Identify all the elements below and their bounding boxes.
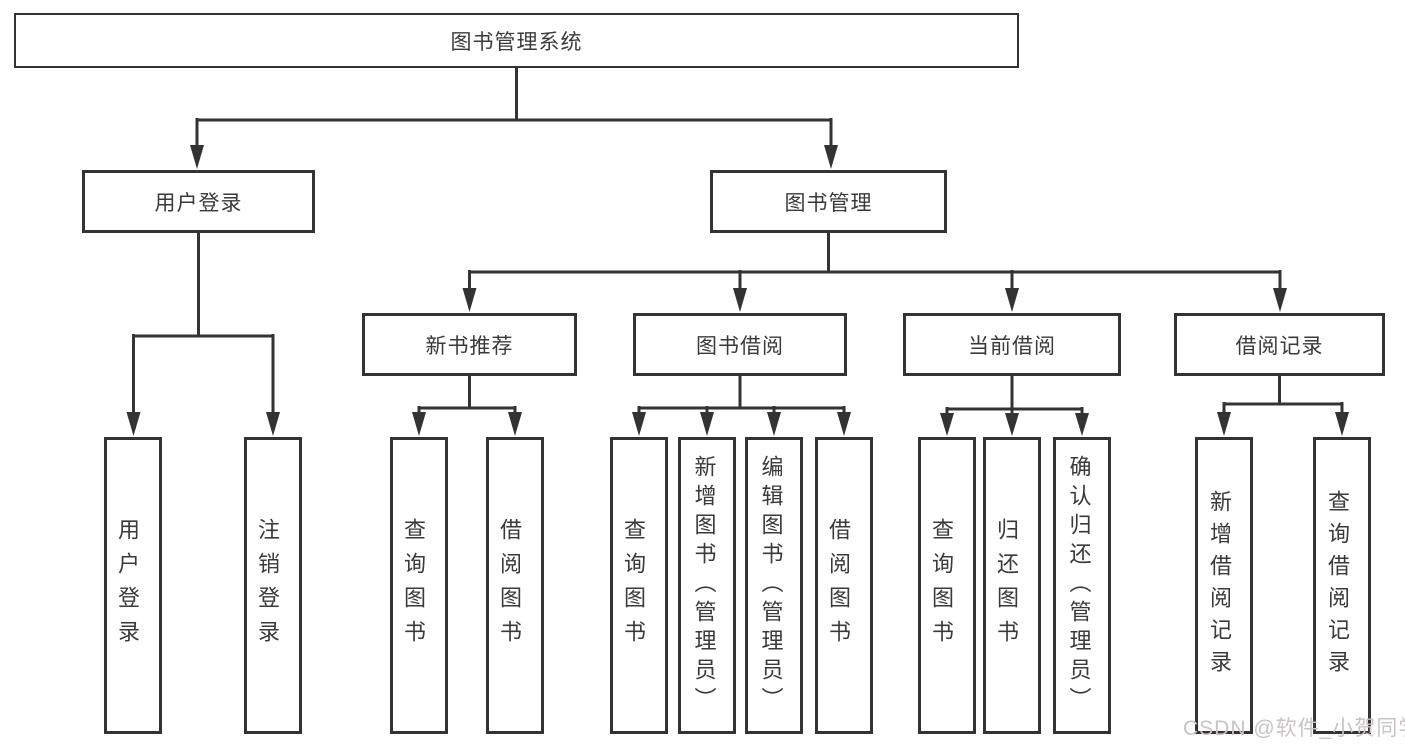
- node-current-borrowing: 当前借阅: [903, 313, 1121, 376]
- node-label: 借阅图书: [826, 517, 851, 654]
- leaf-edit-books-admin: 编辑图书（管理员）: [745, 437, 803, 734]
- arrowheads: [126, 145, 1349, 436]
- node-label: 图书管理系统: [450, 30, 583, 54]
- csdn-watermark: CSDN @软件_小贺同学: [1183, 717, 1405, 740]
- leaf-add-books-admin: 新增图书（管理员）: [678, 437, 736, 734]
- leaf-confirm-return-admin: 确认归还（管理员）: [1053, 437, 1111, 734]
- leaf-query-books-3: 查询图书: [918, 437, 976, 734]
- node-label: 新增借阅记录: [1207, 489, 1232, 682]
- node-label: 查询图书: [621, 517, 646, 654]
- leaf-query-books-2: 查询图书: [610, 437, 668, 734]
- leaf-add-borrow-record: 新增借阅记录: [1195, 437, 1253, 734]
- node-label: 确认归还（管理员）: [1066, 455, 1092, 716]
- node-label: 当前借阅: [968, 334, 1056, 358]
- leaf-borrow-books-1: 借阅图书: [486, 437, 544, 734]
- node-label: 新增图书（管理员）: [691, 455, 717, 716]
- node-book-borrowing: 图书借阅: [633, 313, 847, 376]
- node-label: 新书推荐: [425, 334, 514, 358]
- node-label: 借阅图书: [497, 517, 522, 654]
- node-label: 注销登录: [255, 517, 280, 654]
- node-new-book-recommend: 新书推荐: [362, 313, 577, 376]
- node-label: 图书管理: [784, 191, 873, 215]
- node-label: 借阅记录: [1235, 334, 1324, 358]
- node-user-login: 用户登录: [82, 170, 315, 233]
- leaf-borrow-books-2: 借阅图书: [815, 437, 873, 734]
- node-label: 用户登录: [115, 517, 140, 654]
- node-label: 编辑图书（管理员）: [758, 455, 784, 716]
- node-book-management: 图书管理: [710, 170, 947, 233]
- node-label: 查询借阅记录: [1325, 489, 1350, 682]
- leaf-query-borrow-record: 查询借阅记录: [1313, 437, 1371, 734]
- leaf-user-login: 用户登录: [104, 437, 162, 734]
- node-label: 查询图书: [929, 517, 954, 654]
- node-borrowing-records: 借阅记录: [1174, 313, 1385, 376]
- node-label: 图书借阅: [696, 334, 784, 358]
- leaf-return-books: 归还图书: [983, 437, 1041, 734]
- leaf-query-books-1: 查询图书: [390, 437, 448, 734]
- node-label: 用户登录: [154, 191, 243, 215]
- node-library-management-system: 图书管理系统: [14, 13, 1019, 68]
- node-label: 查询图书: [401, 517, 426, 654]
- node-label: 归还图书: [994, 517, 1019, 654]
- leaf-logout: 注销登录: [244, 437, 302, 734]
